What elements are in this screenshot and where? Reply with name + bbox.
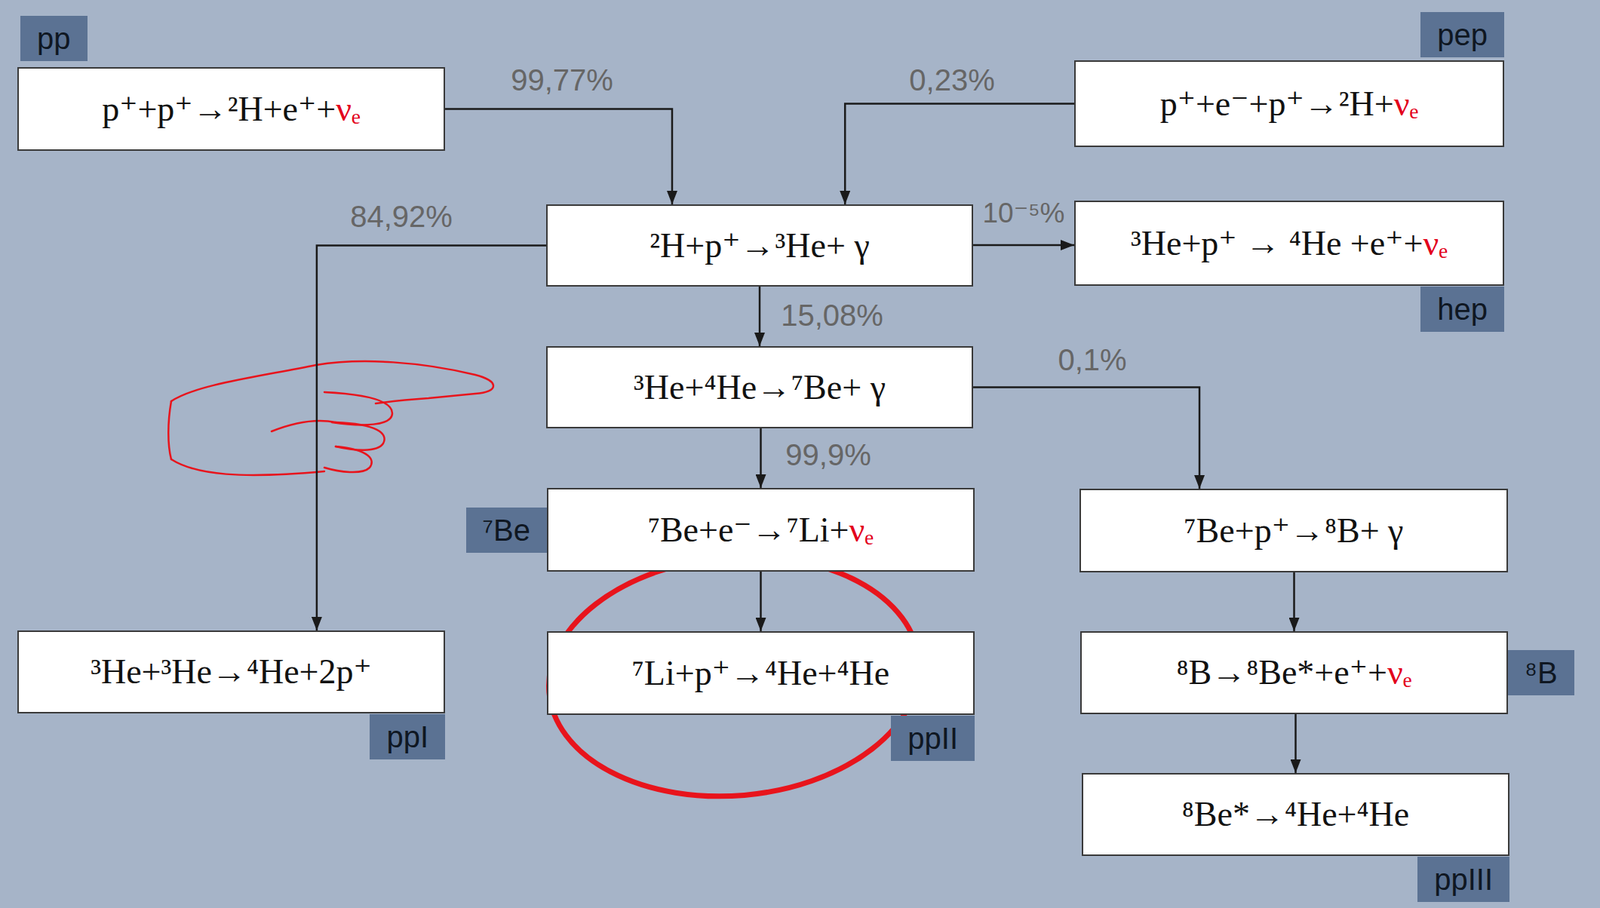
- equation-part: ⁸Be*→⁴He+⁴He: [1182, 795, 1410, 834]
- connector-arrow: [759, 428, 762, 489]
- equation-part: ppII: [907, 721, 959, 756]
- reaction-box: ³He+³He→⁴He+2p⁺ppI: [17, 630, 446, 714]
- reaction-box: ⁷Li+p⁺→⁴He+⁴HeppII: [546, 631, 975, 716]
- branch-percent: 99,77%: [507, 61, 617, 99]
- hand-pointer: [168, 361, 494, 476]
- equation-part: hep: [1437, 292, 1488, 326]
- reaction-box: ⁸Be*→⁴He+⁴HeppIII: [1081, 773, 1510, 857]
- reaction-equation: p⁺+e⁻+p⁺→²H+νₑ: [1160, 82, 1419, 125]
- chain-tag: ⁸B: [1507, 650, 1575, 696]
- equation-part: p⁺+e⁻+p⁺→²H+: [1160, 84, 1395, 123]
- connector-arrow: [1292, 572, 1296, 632]
- reaction-equation: ³He+³He→⁴He+2p⁺: [90, 651, 372, 693]
- connector-arrow: [973, 387, 1200, 490]
- equation-part: ³He+p⁺ → ⁴He +e⁺+: [1130, 224, 1423, 263]
- equation-part: ⁷Be+p⁺→⁸B+ γ: [1184, 511, 1404, 550]
- reaction-box: ⁷Be+e⁻→⁷Li+νₑ⁷Be: [546, 488, 975, 572]
- connector-arrow: [1294, 714, 1297, 774]
- reaction-equation: ⁷Be+e⁻→⁷Li+νₑ: [647, 509, 874, 551]
- equation-part: ppI: [386, 720, 429, 754]
- equation-part: ³He+³He→⁴He+2p⁺: [90, 652, 372, 691]
- reaction-box: ⁸B→⁸Be*+e⁺+νₑ⁸B: [1080, 631, 1508, 715]
- reaction-equation: ⁷Be+p⁺→⁸B+ γ: [1184, 509, 1404, 552]
- reaction-box: ²H+p⁺→³He+ γ: [546, 204, 974, 287]
- hand-pointer: [335, 422, 385, 451]
- reaction-box: ⁷Be+p⁺→⁸B+ γ: [1079, 488, 1508, 573]
- branch-percent: 84,92%: [347, 198, 456, 235]
- equation-part: ⁸B: [1524, 656, 1558, 690]
- equation-part: νₑ: [1387, 653, 1413, 692]
- reaction-equation: ⁷Li+p⁺→⁴He+⁴He: [632, 652, 890, 695]
- connector-arrow: [758, 286, 762, 347]
- reaction-equation: ³He+p⁺ → ⁴He +e⁺+νₑ: [1130, 222, 1448, 265]
- chain-tag: hep: [1420, 286, 1505, 332]
- reaction-box: ³He+⁴He→⁷Be+ γ: [546, 346, 974, 429]
- hand-pointer: [271, 420, 336, 432]
- equation-part: ⁷Li+p⁺→⁴He+⁴He: [632, 654, 890, 693]
- equation-part: pp: [36, 21, 71, 56]
- reaction-box: ³He+p⁺ → ⁴He +e⁺+νₑhep: [1074, 200, 1505, 286]
- chain-tag: ppI: [369, 714, 446, 760]
- reaction-equation: ⁸Be*→⁴He+⁴He: [1182, 793, 1410, 836]
- reaction-equation: ²H+p⁺→³He+ γ: [649, 224, 870, 267]
- equation-part: νₑ: [849, 510, 875, 550]
- connector-arrow: [316, 245, 547, 632]
- connector-arrow: [973, 244, 1075, 247]
- equation-part: ³He+⁴He→⁷Be+ γ: [633, 368, 886, 407]
- reaction-equation: p⁺+p⁺→²H+e⁺+νₑ: [101, 88, 361, 130]
- reaction-box: p⁺+p⁺→²H+e⁺+νₑpp: [17, 67, 446, 151]
- equation-part: νₑ: [1394, 84, 1419, 123]
- chain-tag: pp: [20, 15, 88, 62]
- hand-pointer: [171, 459, 325, 476]
- reaction-equation: ³He+⁴He→⁷Be+ γ: [633, 366, 886, 409]
- equation-part: ²H+p⁺→³He+ γ: [649, 226, 870, 265]
- branch-percent: 0,23%: [905, 61, 998, 99]
- hand-pointer: [168, 401, 172, 460]
- equation-part: ⁷Be+e⁻→⁷Li+: [647, 510, 850, 550]
- reaction-equation: ⁸B→⁸Be*+e⁺+νₑ: [1176, 651, 1412, 694]
- hand-pointer: [171, 361, 494, 404]
- chain-tag: ppII: [890, 715, 975, 762]
- equation-part: ppIII: [1434, 862, 1493, 897]
- connector-arrow: [445, 109, 673, 206]
- equation-part: ⁷Be: [482, 513, 531, 547]
- equation-part: ⁸B→⁸Be*+e⁺+: [1176, 653, 1387, 692]
- chain-tag: pep: [1420, 12, 1505, 58]
- hand-pointer: [324, 392, 393, 425]
- equation-part: p⁺+p⁺→²H+e⁺+: [101, 89, 336, 129]
- equation-part: νₑ: [1422, 224, 1448, 263]
- branch-percent: 0,1%: [1054, 341, 1130, 378]
- connector-arrow: [759, 571, 762, 632]
- equation-part: νₑ: [335, 89, 361, 129]
- reaction-box: p⁺+e⁻+p⁺→²H+νₑpep: [1074, 60, 1505, 148]
- connector-arrow: [844, 104, 1075, 206]
- equation-part: pep: [1437, 18, 1488, 52]
- branch-percent: 99,9%: [782, 436, 874, 473]
- chain-tag: ppIII: [1417, 856, 1510, 903]
- hand-pointer: [324, 446, 372, 473]
- chain-tag: ⁷Be: [466, 507, 547, 553]
- branch-percent: 10⁻⁵%: [979, 196, 1069, 231]
- branch-percent: 15,08%: [777, 297, 887, 334]
